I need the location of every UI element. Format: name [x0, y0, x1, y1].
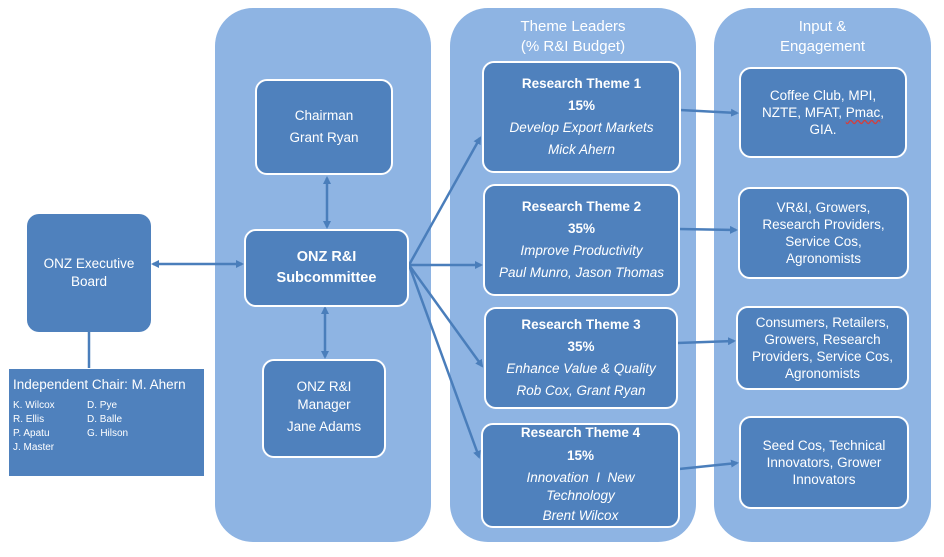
input-engagement-title-line2: Engagement	[779, 38, 866, 55]
theme-title: Research Theme 3	[521, 317, 641, 332]
board-member	[87, 441, 177, 455]
theme-leaders-title: Theme Leaders (% R&I Budget)	[450, 17, 696, 57]
theme-title: Research Theme 4	[520, 425, 641, 440]
input-line: Service Cos,	[785, 234, 862, 249]
board-member: D. Balle	[87, 414, 123, 425]
theme-leaders: Brent Wilcox	[542, 508, 619, 523]
theme-leaders-title-line2: (% R&I Budget)	[520, 38, 626, 55]
manager-node[interactable]: ONZ R&I Manager Jane Adams	[262, 359, 386, 458]
input-node-3[interactable]: Consumers, Retailers, Growers, Research …	[736, 306, 909, 390]
input-node-4[interactable]: Seed Cos, Technical Innovators, Grower I…	[739, 416, 909, 509]
subcommittee-line1: ONZ R&I	[296, 249, 357, 265]
theme-focus-continued: Technology	[546, 488, 615, 503]
input-line: Research Providers,	[762, 217, 885, 232]
theme-title: Research Theme 1	[521, 76, 642, 91]
input-engagement-title: Input & Engagement	[714, 17, 931, 57]
spellcheck-flagged-word: Pmac	[845, 105, 881, 120]
input-text: ,	[880, 105, 885, 120]
board-member: R. Ellis	[13, 414, 45, 425]
manager-line1: ONZ R&I	[296, 378, 352, 394]
board-members-list: K. Wilcox D. Pye R. Ellis D. Balle P. Ap…	[13, 399, 200, 455]
input-line: Consumers, Retailers,	[755, 315, 890, 330]
input-line: Seed Cos, Technical	[762, 438, 886, 453]
input-line: Providers, Service Cos,	[751, 349, 894, 364]
chairman-role: Chairman	[294, 108, 354, 123]
input-line: Innovators, Grower	[766, 455, 882, 470]
input-line: VR&I, Growers,	[776, 200, 871, 215]
theme-leaders: Mick Ahern	[547, 142, 616, 157]
board-member: D. Pye	[87, 400, 118, 411]
chairman-node[interactable]: Chairman Grant Ryan	[255, 79, 393, 175]
theme-leaders: Paul Munro, Jason Thomas	[498, 265, 665, 280]
input-line: Innovators	[792, 472, 856, 487]
independent-chair-title: Independent Chair: M. Ahern	[13, 377, 186, 392]
input-line: Agronomists	[785, 251, 862, 266]
theme-focus: Enhance Value & Quality	[506, 361, 656, 376]
input-engagement-title-line1: Input &	[798, 18, 847, 35]
chairman-name: Grant Ryan	[289, 130, 359, 145]
input-line: Agronomists	[784, 366, 861, 381]
input-node-1[interactable]: Coffee Club, MPI, NZTE, MFAT, Pmac, GIA.	[739, 67, 907, 158]
theme-budget: 35%	[567, 339, 595, 354]
theme-focus: Improve Productivity	[520, 243, 643, 258]
theme-leaders: Rob Cox, Grant Ryan	[516, 383, 646, 398]
theme-focus: Innovation I New	[526, 470, 635, 485]
research-theme-4-node[interactable]: Research Theme 4 15% Innovation I New Te…	[481, 423, 680, 528]
board-member: J. Master	[13, 442, 55, 453]
input-line: Coffee Club, MPI,	[769, 88, 877, 103]
input-line: GIA.	[809, 122, 837, 137]
independent-chair-box[interactable]: Independent Chair: M. Ahern K. Wilcox D.…	[9, 369, 204, 476]
theme-budget: 35%	[567, 221, 596, 236]
theme-budget: 15%	[567, 98, 596, 113]
input-text: NZTE, MFAT,	[761, 105, 846, 120]
theme-title: Research Theme 2	[521, 199, 642, 214]
theme-focus: Develop Export Markets	[509, 120, 654, 135]
input-line: Growers, Research	[764, 332, 881, 347]
research-theme-3-node[interactable]: Research Theme 3 35% Enhance Value & Qua…	[484, 307, 678, 409]
manager-line2: Manager	[297, 396, 351, 412]
theme-leaders-title-line1: Theme Leaders	[520, 18, 626, 35]
executive-board-line2: Board	[70, 274, 108, 289]
executive-board-node[interactable]: ONZ Executive Board	[27, 214, 151, 332]
board-member: G. Hilson	[87, 428, 129, 439]
board-member: K. Wilcox	[13, 400, 55, 411]
subcommittee-node[interactable]: ONZ R&I Subcommittee	[244, 229, 409, 307]
theme-budget: 15%	[566, 448, 595, 463]
board-member: P. Apatu	[13, 428, 50, 439]
input-line: NZTE, MFAT, Pmac,	[762, 104, 884, 121]
research-theme-1-node[interactable]: Research Theme 1 15% Develop Export Mark…	[482, 61, 681, 173]
research-theme-2-node[interactable]: Research Theme 2 35% Improve Productivit…	[483, 184, 680, 296]
subcommittee-line2: Subcommittee	[276, 270, 377, 286]
executive-board-line1: ONZ Executive	[43, 256, 135, 271]
input-node-2[interactable]: VR&I, Growers, Research Providers, Servi…	[738, 187, 909, 279]
manager-name: Jane Adams	[286, 418, 362, 434]
